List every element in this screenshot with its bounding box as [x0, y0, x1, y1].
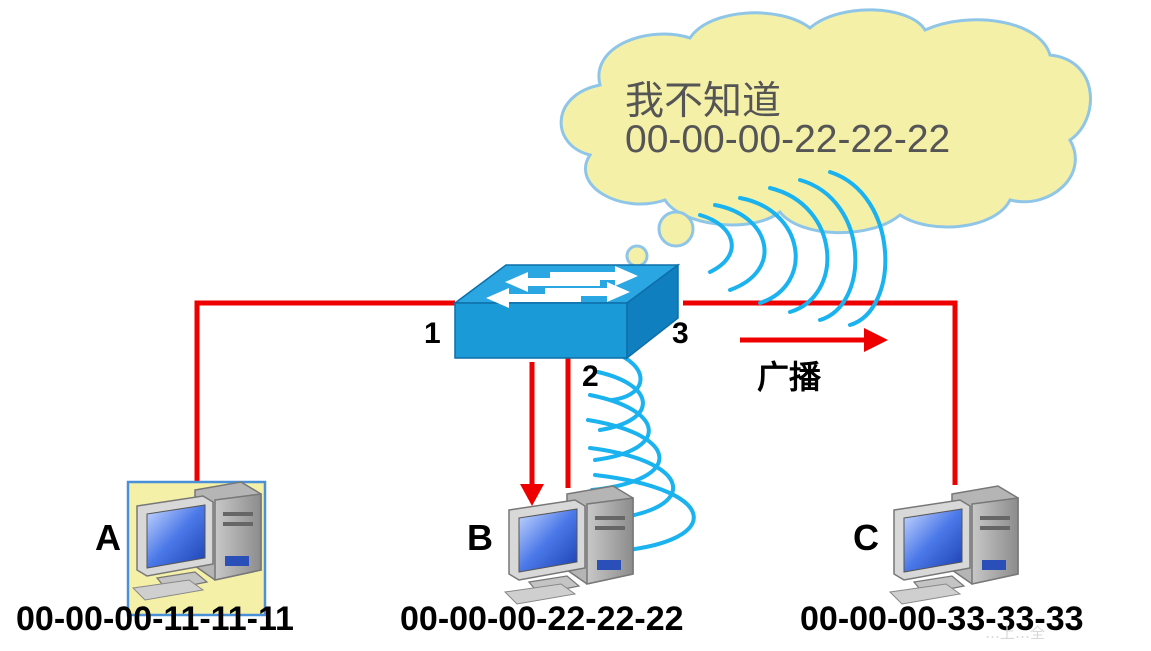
broadcast-arrow-icon	[740, 328, 888, 352]
port-3-label: 3	[672, 317, 689, 350]
network-links	[194, 300, 958, 488]
host-a-mac: 00-00-00-11-11-11	[16, 600, 294, 638]
host-b-label: B	[467, 517, 493, 558]
host-c-label: C	[853, 517, 879, 558]
cloud-text-line1: 我不知道	[625, 80, 782, 123]
thought-cloud	[559, 8, 1092, 235]
watermark: …上…全	[985, 624, 1046, 642]
broadcast-waves-upper-icon	[698, 170, 888, 327]
computer-b-icon	[504, 485, 634, 605]
computer-c-icon	[889, 485, 1019, 605]
arrow-to-b-icon	[520, 362, 544, 506]
link-a	[194, 300, 455, 485]
thought-bubble-small	[625, 244, 649, 268]
host-c-mac: 00-00-00-33-33-33	[800, 600, 1084, 638]
link-c	[683, 300, 958, 485]
broadcast-label: 广播	[757, 359, 822, 395]
cloud-text-line2: 00-00-00-22-22-22	[625, 118, 951, 161]
switch-icon	[452, 263, 681, 360]
port-1-label: 1	[424, 317, 441, 350]
thought-bubble-large	[657, 210, 695, 248]
host-a-label: A	[95, 517, 121, 558]
host-b-mac: 00-00-00-22-22-22	[400, 600, 684, 638]
port-2-label: 2	[582, 360, 599, 393]
